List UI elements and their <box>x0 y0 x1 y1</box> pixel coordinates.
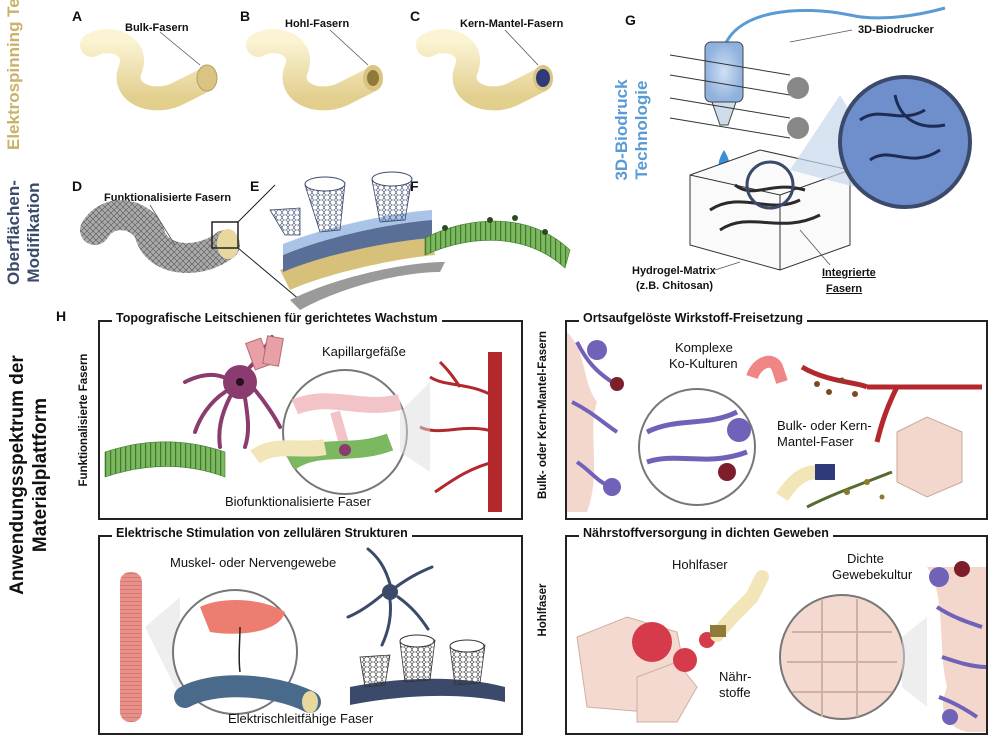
label-fasern: Fasern <box>826 283 863 295</box>
panel-letter-f: F <box>410 178 419 194</box>
label-hydrogel-matrix: Hydrogel-Matrix <box>632 265 716 277</box>
panel-letter-e: E <box>250 178 260 194</box>
box-electrical-stimulation: Elektrische Stimulation von zellulären S… <box>98 526 523 735</box>
panel-letter-c: C <box>410 8 421 24</box>
label-conductive-fiber: Elektrischleitfähige Faser <box>228 711 374 726</box>
box-topographic-title: Topografische Leitschienen für gerichtet… <box>112 311 442 325</box>
label-muscle-nerve: Muskel- oder Nervengewebe <box>170 555 337 570</box>
box-topographic-guidance: Topografische Leitschienen für gerichtet… <box>98 311 523 520</box>
label-3d-biodrucker: 3D-Biodrucker <box>858 24 934 36</box>
panel-letter-b: B <box>240 8 251 24</box>
nutrient-illustration <box>576 561 986 732</box>
label-bulk-core-line1: Bulk- oder Kern- <box>777 418 872 433</box>
label-dense-line2: Gewebekultur <box>832 567 913 582</box>
side-label-anwendung-text: Anwendungsspektrum der Materialplattform <box>7 355 51 595</box>
label-hohl-fasern: Hohl-Fasern <box>285 18 350 30</box>
nanotube-surface-illustration <box>269 171 445 310</box>
side-label-hohlfaser-text: Hohlfaser <box>537 583 549 637</box>
side-label-hohlfaser: Hohlfaser <box>537 520 549 700</box>
label-complex-line2: Ko-Kulturen <box>669 356 738 371</box>
box-electrical-title: Elektrische Stimulation von zellulären S… <box>112 526 412 540</box>
label-bulk-fasern: Bulk-Fasern <box>125 22 189 34</box>
label-kern-mantel-fasern: Kern-Mantel-Fasern <box>460 18 564 30</box>
box-nutrient-title: Nährstoffversorgung in dichten Geweben <box>579 526 833 540</box>
box-nutrient-supply: Nährstoffversorgung in dichten Geweben H… <box>565 526 988 735</box>
side-label-bulk-kern-text: Bulk- oder Kern-Mantel-Fasern <box>537 330 549 500</box>
box-release-title: Ortsaufgelöste Wirkstoff-Freisetzung <box>579 311 808 325</box>
green-fiber-surface-illustration <box>424 215 571 269</box>
release-illustration <box>567 332 982 512</box>
panel-letter-h: H <box>56 308 67 324</box>
label-nutrient-line1: Nähr- <box>719 669 752 684</box>
label-funktionalisierte-fasern: Funktionalisierte Fasern <box>104 192 232 204</box>
box-site-specific-release: Ortsaufgelöste Wirkstoff-Freisetzung Kom… <box>565 311 988 520</box>
electrical-illustration <box>120 547 505 722</box>
side-label-anwendung: Anwendungsspektrum der Materialplattform <box>6 325 52 625</box>
top-illustrations <box>80 6 972 310</box>
panel-letter-d: D <box>72 178 83 194</box>
side-label-funktionalisierte: Funktionalisierte Fasern <box>78 330 90 510</box>
core-shell-fiber-illustration <box>416 29 553 111</box>
label-capillary: Kapillargefäße <box>322 344 406 359</box>
label-hydrogel-example: (z.B. Chitosan) <box>636 280 713 292</box>
label-bulk-core-line2: Mantel-Faser <box>777 434 854 449</box>
label-biofunctional-fiber: Biofunktionalisierte Faser <box>225 494 371 509</box>
label-nutrient-line2: stoffe <box>719 685 751 700</box>
label-complex-line1: Komplexe <box>675 340 733 355</box>
label-hohlfaser: Hohlfaser <box>672 557 728 572</box>
label-dense-line1: Dichte <box>847 551 884 566</box>
bulk-fiber-illustration <box>80 29 218 111</box>
panel-letter-g: G <box>625 12 636 28</box>
side-label-funktionalisierte-text: Funktionalisierte Fasern <box>78 353 90 487</box>
topographic-illustration <box>104 335 502 512</box>
panel-letter-a: A <box>72 8 83 24</box>
functionalized-fiber-illustration <box>80 184 301 301</box>
label-integrierte: Integrierte <box>822 267 876 279</box>
bioprinter-illustration <box>669 6 972 271</box>
side-label-bulk-kern: Bulk- oder Kern-Mantel-Fasern <box>537 315 549 515</box>
hollow-fiber-illustration <box>246 29 383 111</box>
